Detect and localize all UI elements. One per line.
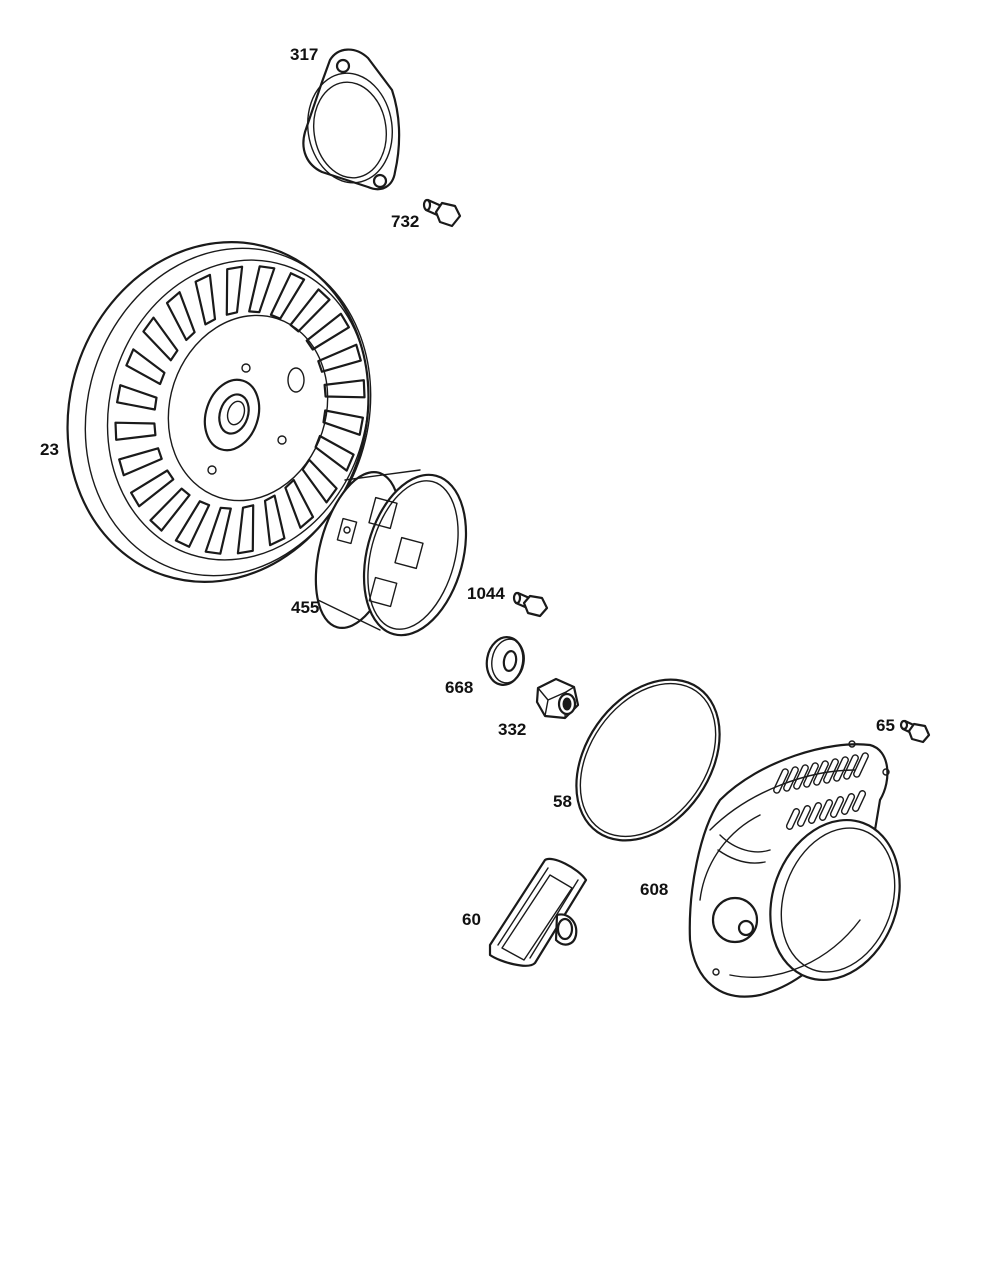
fan-blade	[248, 265, 276, 314]
fan-blade	[125, 348, 166, 386]
vent-slot	[823, 758, 839, 784]
fan-blade	[322, 409, 364, 436]
part-332-nut	[535, 677, 580, 720]
vent-slot	[796, 805, 812, 827]
vent-slot	[818, 799, 834, 821]
vent-slot	[807, 802, 823, 824]
vent-slot	[785, 808, 801, 830]
callout-455: 455	[291, 598, 320, 617]
part-60-starter-handle	[488, 857, 588, 967]
part-455-starter-cup	[314, 469, 468, 637]
fan-blade	[269, 272, 306, 320]
fan-blade	[118, 447, 163, 477]
part-317-cover-plate	[302, 48, 401, 191]
vent-slot	[783, 766, 799, 792]
fan-blade	[174, 500, 211, 548]
fan-blade	[263, 494, 286, 547]
fan-blade	[225, 265, 244, 316]
fan-blade	[194, 273, 217, 326]
vent-slot	[843, 754, 859, 780]
callout-65: 65	[876, 716, 895, 735]
fan-blade	[289, 288, 331, 333]
part-58-rope-ring	[575, 678, 721, 842]
callout-317: 317	[290, 45, 319, 64]
fan-blade	[314, 434, 355, 472]
fan-blade	[284, 478, 315, 529]
part-668-washer	[485, 636, 525, 686]
fan-blade	[236, 504, 255, 555]
vent-slot	[853, 752, 869, 778]
part-23-flywheel	[66, 241, 372, 583]
callout-668: 668	[445, 678, 474, 697]
callout-732: 732	[391, 212, 420, 231]
vent-slot	[851, 790, 867, 812]
callout-1044: 1044	[467, 584, 505, 603]
vent-slot	[829, 796, 845, 818]
fan-blade	[317, 343, 362, 373]
vent-slot	[803, 762, 819, 788]
fan-blade	[165, 291, 196, 342]
vent-slot	[793, 764, 809, 790]
flywheel-fan-blades	[114, 265, 366, 555]
callout-58: 58	[553, 792, 572, 811]
fan-blade	[323, 379, 366, 399]
fan-blade	[305, 312, 350, 351]
fan-blade	[116, 384, 158, 411]
fan-blade	[204, 506, 232, 555]
fan-blade	[114, 421, 157, 441]
part-1044-bolt	[512, 591, 549, 618]
callout-332: 332	[498, 720, 527, 739]
callout-60: 60	[462, 910, 481, 929]
fan-blade	[149, 487, 191, 532]
vent-slot	[840, 793, 856, 815]
callout-608: 608	[640, 880, 669, 899]
vent-slot	[833, 756, 849, 782]
part-608-starter-housing	[688, 740, 901, 998]
vent-slot	[813, 760, 829, 786]
housing-vent-slots	[773, 752, 869, 830]
callout-23: 23	[40, 440, 59, 459]
part-65-bolt	[899, 719, 931, 744]
vent-slot	[773, 768, 789, 794]
fan-blade	[130, 469, 175, 508]
part-732-bolt	[422, 198, 462, 228]
fan-blade	[142, 316, 179, 362]
